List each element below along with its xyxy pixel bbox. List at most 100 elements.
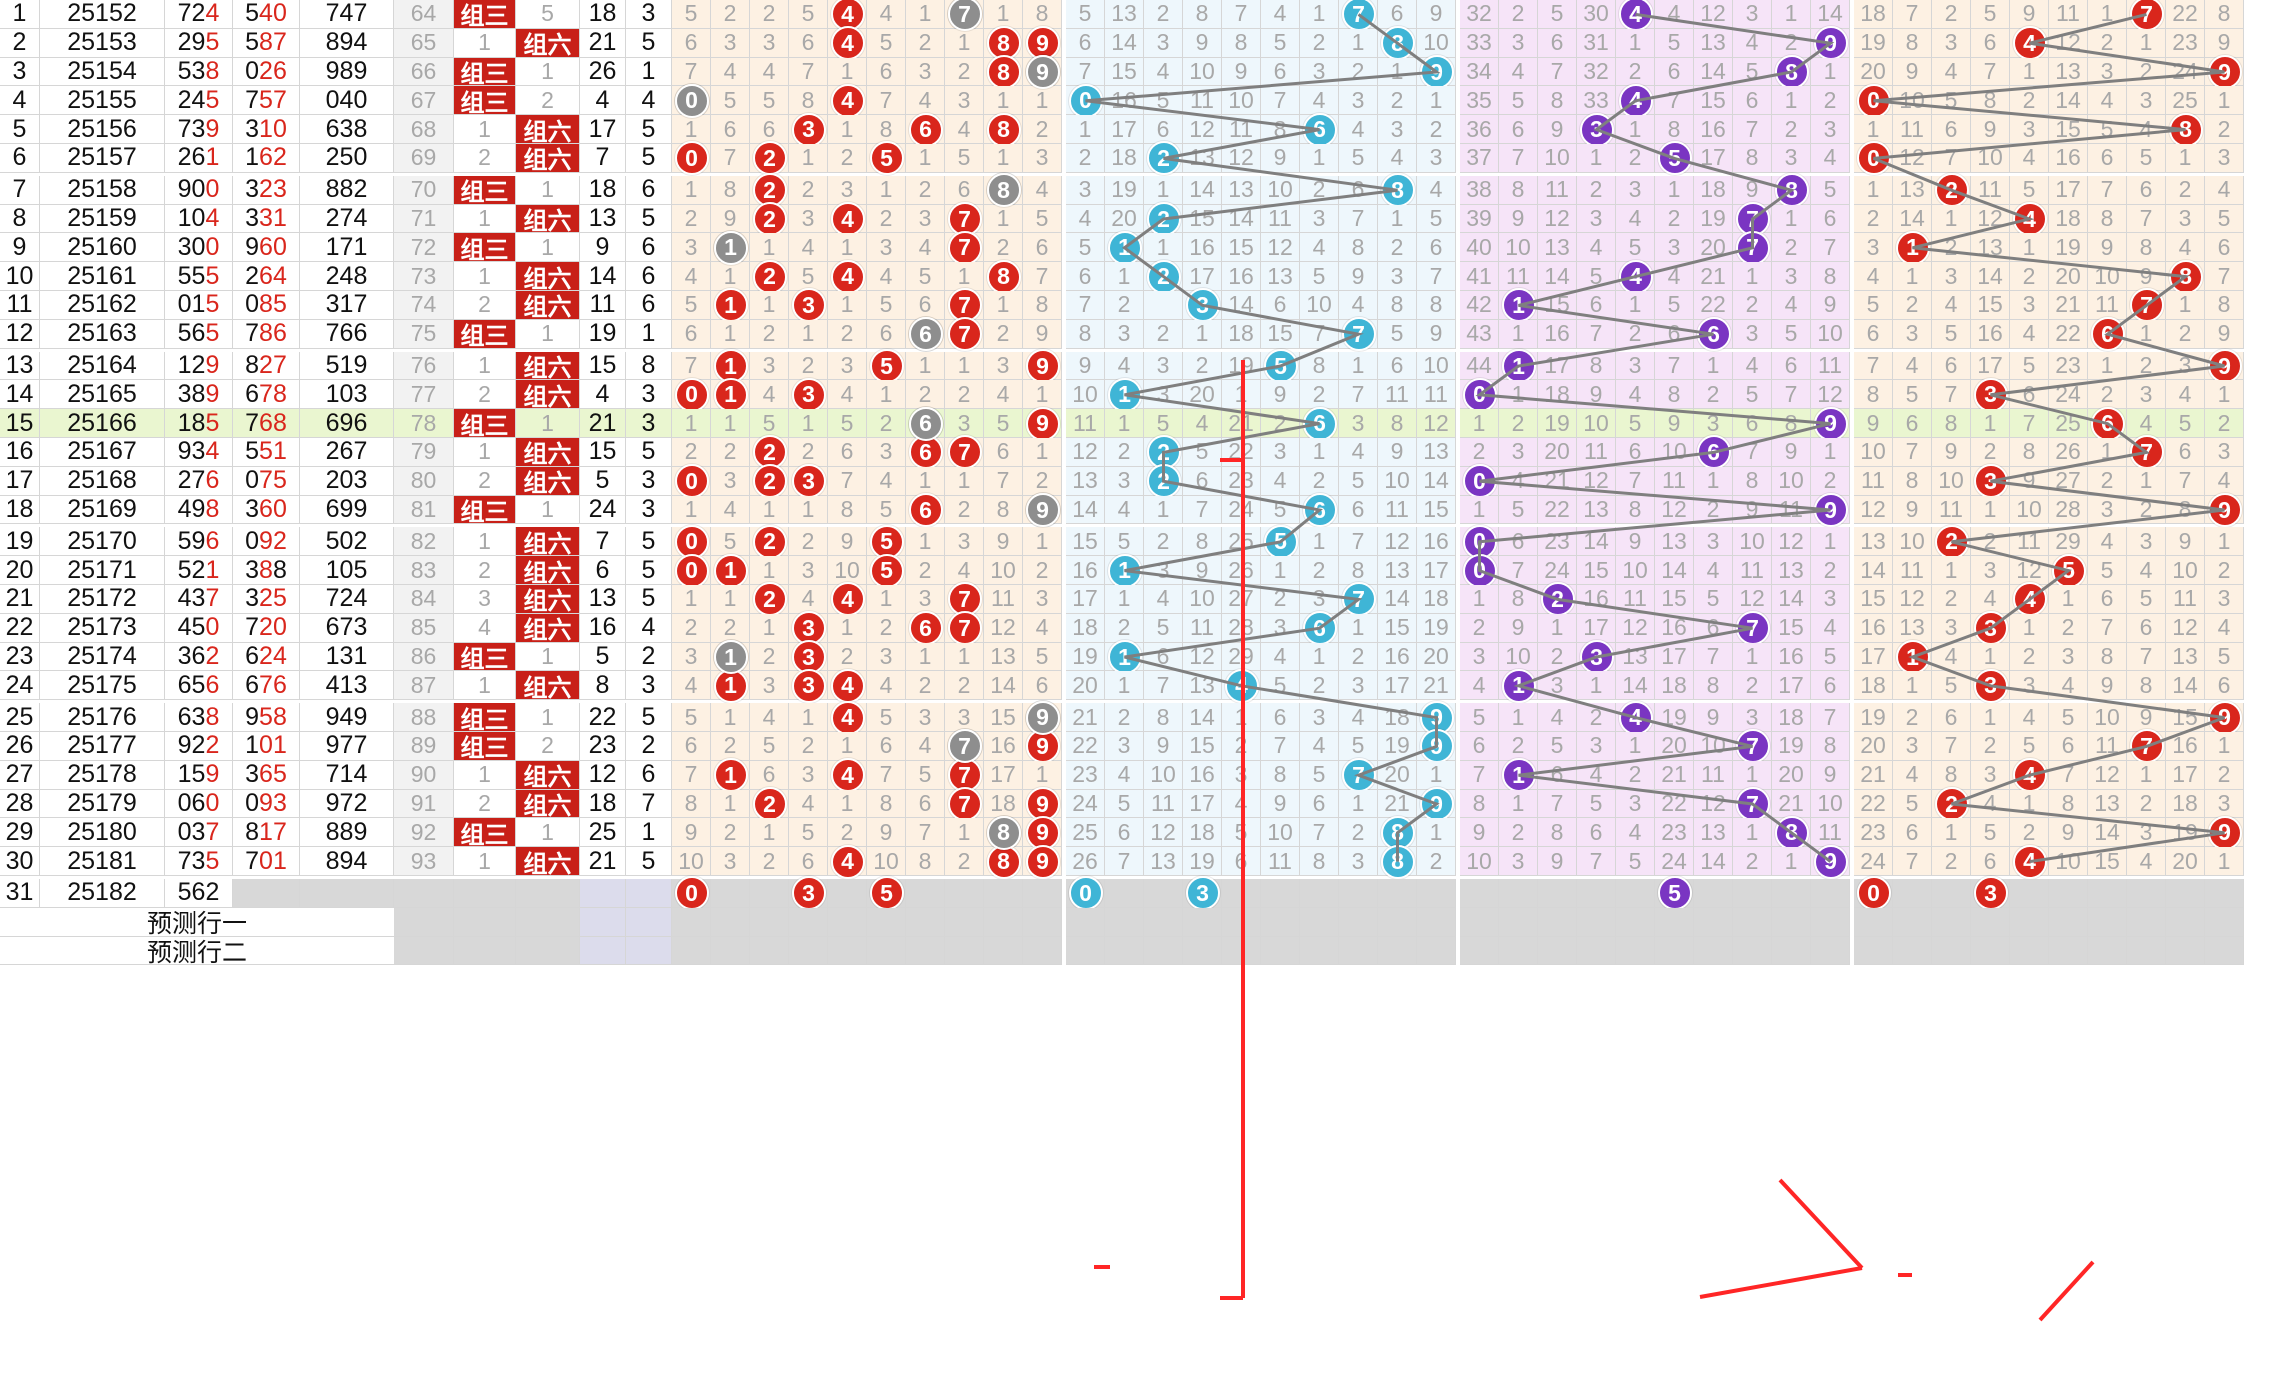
group6-miss: 1 <box>516 233 580 263</box>
digit: 0 <box>245 57 260 85</box>
omission-cell: 5 <box>1893 380 1932 410</box>
omission-cell: 10 <box>1066 380 1105 410</box>
omission-cell: 5 <box>1811 175 1850 205</box>
omission-cell: 4 <box>2166 380 2205 410</box>
issue-number: 25167 <box>40 437 165 467</box>
omission-cell: 4 <box>750 380 789 410</box>
omission-cell: 10 <box>1222 86 1261 116</box>
digit: 6 <box>205 466 220 495</box>
omission-cell: 7 <box>1538 57 1577 87</box>
digit: 1 <box>177 351 192 379</box>
omission-cell: 2 <box>1378 86 1417 116</box>
omission-cell: 1 <box>1183 319 1222 349</box>
omission-cell: 4 <box>1577 233 1616 263</box>
omission-cell: 8 <box>1378 291 1417 320</box>
omission-cell: 8 <box>1023 291 1062 320</box>
omission-cell: 2 <box>1772 233 1811 263</box>
omission-cell: 14 <box>1893 204 1932 234</box>
sum-value: 18 <box>580 175 626 205</box>
omission-cell: 22 <box>2166 0 2205 29</box>
omission-cell: 1 <box>1971 409 2010 438</box>
digit: 1 <box>272 437 287 466</box>
digit: 9 <box>177 437 192 466</box>
digit: 5 <box>245 28 260 57</box>
omission-cell: 40 <box>1460 233 1499 263</box>
digit: 2 <box>259 351 273 379</box>
omission-cell: 1 <box>1144 175 1183 205</box>
omission-cell: 6 <box>945 175 984 205</box>
number-ball: 7 <box>947 435 982 470</box>
omission-cell: 4 <box>789 233 828 263</box>
omission-cell: 16 <box>1694 115 1733 144</box>
miss-value: 71 <box>394 204 454 234</box>
digit: 2 <box>177 143 192 172</box>
span-value: 3 <box>626 409 672 438</box>
omission-cell: 3 <box>789 204 828 234</box>
omission-cell: 9 <box>711 204 750 234</box>
omission-cell: 38 <box>1460 175 1499 205</box>
row-index: 11 <box>0 290 40 320</box>
omission-cell: 1 <box>1300 0 1339 29</box>
digit: 5 <box>272 466 287 495</box>
omission-cell: 2 <box>1183 351 1222 381</box>
miss-value: 78 <box>394 409 454 438</box>
omission-cell: 8 <box>2010 438 2049 467</box>
omission-cell: 33 <box>1577 86 1616 116</box>
miss-value: 72 <box>394 233 454 263</box>
omission-cell: 6 <box>984 438 1023 467</box>
span-value: 3 <box>626 0 672 29</box>
omission-cell: 36 <box>1460 115 1499 144</box>
omission-cell: 37 <box>1460 144 1499 173</box>
omission-cell: 9 <box>1854 409 1893 438</box>
group6-miss: 1 <box>516 175 580 205</box>
digit: 8 <box>272 379 287 408</box>
digit: 7 <box>245 85 260 114</box>
omission-cell: 5 <box>1932 319 1971 349</box>
omission-cell: 5 <box>984 409 1023 438</box>
omission-cell: 1 <box>1023 438 1062 467</box>
omission-cell: 4 <box>1655 0 1694 29</box>
omission-cell: 17 <box>1538 351 1577 381</box>
digit: 5 <box>259 85 273 114</box>
row-index: 15 <box>0 409 40 438</box>
omission-cell: 3 <box>2010 291 2049 320</box>
omission-cell: 2 <box>1499 0 1538 29</box>
omission-cell: 8 <box>1378 409 1417 438</box>
omission-cell: 2 <box>984 233 1023 263</box>
digit: 7 <box>177 0 192 28</box>
group3-miss: 1 <box>454 204 516 234</box>
group6-tag: 组六 <box>516 351 580 382</box>
sum-value: 4 <box>580 86 626 116</box>
row-index: 9 <box>0 233 40 263</box>
digit: 6 <box>272 319 287 348</box>
omission-cell: 1 <box>672 175 711 205</box>
omission-cell: 1 <box>1300 144 1339 173</box>
omission-cell: 5 <box>1577 262 1616 291</box>
digit: 6 <box>191 319 206 348</box>
omission-cell: 5 <box>750 86 789 116</box>
omission-cell: 2 <box>1144 0 1183 29</box>
miss-value: 67 <box>394 86 454 116</box>
omission-cell: 7 <box>1655 86 1694 116</box>
omission-cell: 4 <box>1300 233 1339 263</box>
group3-miss: 1 <box>454 262 516 291</box>
omission-cell: 7 <box>1417 262 1456 291</box>
omission-cell: 7 <box>1893 438 1932 467</box>
omission-cell: 2 <box>2010 262 2049 291</box>
omission-cell: 13 <box>1417 438 1456 467</box>
omission-cell: 1 <box>1460 409 1499 438</box>
omission-cell: 2 <box>867 204 906 234</box>
group6-tag: 组六 <box>516 144 580 174</box>
draw-number-3: 882 <box>300 175 394 205</box>
group3-miss: 1 <box>454 438 516 467</box>
omission-cell: 2 <box>1300 380 1339 410</box>
draw-number-3: 317 <box>300 290 394 320</box>
omission-cell: 10 <box>1577 409 1616 438</box>
digit: 0 <box>191 204 206 232</box>
omission-cell: 15 <box>1971 291 2010 320</box>
omission-cell: 2 <box>1932 0 1971 29</box>
